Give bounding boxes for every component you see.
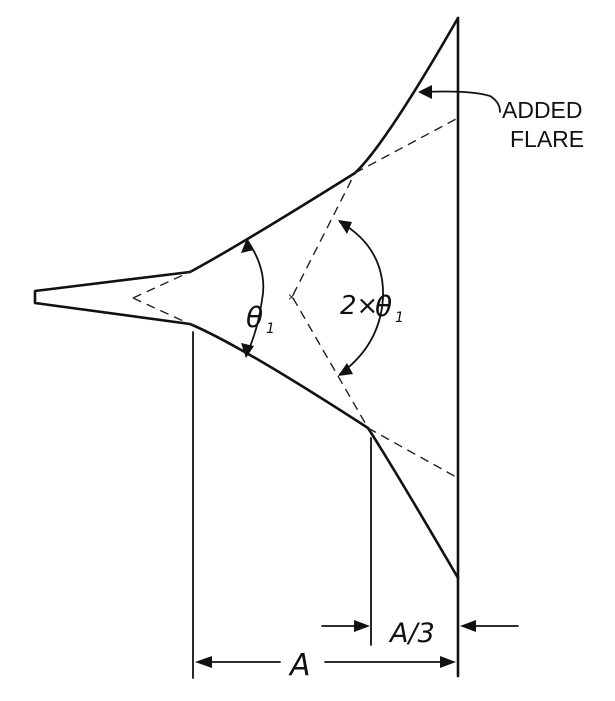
callout-line1: ADDED	[502, 97, 583, 123]
dashed-vertex-lower	[292, 297, 369, 429]
third-arrow-left-head	[354, 620, 370, 632]
horn-outline	[33, 16, 460, 678]
angle-theta1: θ 1	[241, 238, 275, 358]
horn-lower-wall	[188, 322, 370, 430]
third-label: A/3	[388, 618, 435, 649]
added-flare-lower	[366, 426, 460, 580]
theta1-arrow-bottom	[241, 343, 254, 358]
horn-upper-wall	[188, 171, 357, 274]
third-arrow-right-head	[460, 620, 476, 632]
two-theta-arrow-bottom	[338, 363, 353, 376]
dashed-throat-lower	[132, 297, 193, 326]
dimension-a: A	[195, 648, 456, 683]
two-theta-prefix: 2×	[340, 291, 378, 321]
dashed-extension-lower	[367, 427, 459, 479]
angle-2theta1: 2× θ 1	[338, 220, 404, 376]
vertex-mark: ×	[288, 290, 295, 304]
theta1-label: θ	[246, 301, 263, 334]
a-arrow-left-head	[195, 656, 212, 668]
a-label: A	[288, 648, 311, 683]
callout-line2: FLARE	[510, 126, 584, 152]
dashed-extension-upper	[354, 117, 459, 174]
two-theta-subscript: 1	[395, 310, 404, 326]
callout-arrowhead	[418, 85, 432, 99]
construction-lines: ×	[132, 117, 459, 479]
dashed-vertex-upper	[292, 172, 356, 296]
theta1-subscript: 1	[266, 321, 275, 337]
dashed-throat-upper	[132, 270, 193, 299]
callout-leader	[423, 90, 501, 113]
two-theta-arrow-top	[338, 220, 352, 234]
two-theta-arc	[339, 221, 384, 375]
a-arrow-right-head	[440, 656, 456, 668]
added-flare-upper	[353, 16, 460, 175]
dimension-third: A/3	[321, 618, 519, 649]
theta1-arrow-top	[241, 238, 254, 253]
horn-throat	[33, 270, 192, 326]
theta1-arc	[245, 239, 265, 357]
two-theta-label: θ	[375, 290, 392, 323]
extension-lines	[192, 331, 372, 679]
added-flare-callout: ADDED FLARE	[418, 85, 584, 152]
